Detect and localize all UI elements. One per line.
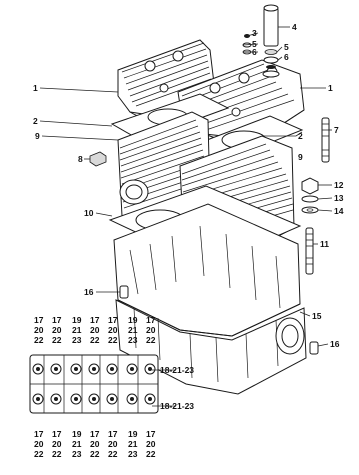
torque-top-col4-row3: 22 [90, 335, 100, 345]
torque-bottom-col6-row1: 19 [128, 429, 138, 439]
torque-bottom-col2-row2: 20 [52, 439, 62, 449]
torque-top-col3-row1: 19 [72, 315, 82, 325]
nut-12 [301, 177, 319, 195]
dowel-16-right [309, 341, 319, 355]
callout-1-right: 1 [328, 83, 333, 93]
torque-bottom-col4-row2: 20 [90, 439, 100, 449]
torque-bottom-col1-row2: 20 [34, 439, 44, 449]
callout-1-left: 1 [33, 83, 38, 93]
bolt-marker-center [130, 367, 134, 371]
bolt-marker-center [110, 367, 114, 371]
callout-2-right: 2 [298, 131, 303, 141]
torque-top-col3-row3: 23 [72, 335, 82, 345]
torque-bottom-col3-row3: 23 [72, 449, 82, 459]
bolt-markers [32, 363, 156, 405]
callout-3: 3 [252, 28, 257, 38]
callout-7: 7 [334, 125, 339, 135]
torque-top-col5-row3: 22 [108, 335, 118, 345]
torque-bottom-col7-row2: 20 [146, 439, 156, 449]
bolt-marker-center [148, 397, 152, 401]
callout-6-left: 6 [252, 47, 257, 57]
stud-7 [321, 117, 330, 163]
torque-top-col4-row1: 17 [90, 315, 100, 325]
torque-bottom-col3-row2: 21 [72, 439, 82, 449]
callout-11: 11 [320, 239, 329, 249]
torque-grid-top-labels: 1720221720221921231720221720221921231720… [34, 315, 156, 345]
callout-14: 14 [334, 206, 344, 216]
callout-9-left: 9 [35, 131, 40, 141]
crankcase-upper [113, 203, 301, 337]
bolt-marker-center [130, 397, 134, 401]
bolt-marker-center [92, 367, 96, 371]
torque-bottom-col4-row1: 17 [90, 429, 100, 439]
torque-top-col1-row2: 20 [34, 325, 44, 335]
torque-top-col1-row3: 22 [34, 335, 44, 345]
washer-13 [301, 195, 319, 203]
bolt-marker-center [54, 397, 58, 401]
callout-12: 12 [334, 180, 344, 190]
callout-8: 8 [78, 154, 83, 164]
torque-bottom-col7-row1: 17 [146, 429, 156, 439]
callout-labels: 1 1 2 2 3 4 5 5 6 6 7 8 9 9 10 11 12 13 … [33, 22, 344, 349]
torque-bottom-col5-row1: 17 [108, 429, 118, 439]
torque-bottom-col2-row3: 22 [52, 449, 62, 459]
torque-bottom-col6-row3: 23 [128, 449, 138, 459]
torque-bottom-col1-row3: 22 [34, 449, 44, 459]
callout-16-left: 16 [84, 287, 94, 297]
torque-top-col5-row1: 17 [108, 315, 118, 325]
bolt-marker-center [36, 367, 40, 371]
torque-bottom-col5-row2: 20 [108, 439, 118, 449]
torque-right-lower-label: 18-21-23 [160, 401, 194, 411]
bolt-marker-center [54, 367, 58, 371]
torque-top-col7-row2: 20 [146, 325, 156, 335]
torque-bottom-col2-row1: 17 [52, 429, 62, 439]
washer-14 [301, 206, 319, 214]
callout-2-left: 2 [33, 116, 38, 126]
callout-16-right: 16 [330, 339, 340, 349]
callout-4: 4 [292, 22, 297, 32]
spark-plug-insert [263, 4, 279, 47]
callout-5-left: 5 [252, 39, 257, 49]
torque-top-col6-row3: 23 [128, 335, 138, 345]
bolt-marker-center [36, 397, 40, 401]
torque-top-col4-row2: 20 [90, 325, 100, 335]
bolt-marker-center [148, 367, 152, 371]
callout-13: 13 [334, 193, 344, 203]
torque-top-col6-row2: 21 [128, 325, 138, 335]
torque-top-col7-row1: 17 [146, 315, 156, 325]
torque-top-col1-row1: 17 [34, 315, 44, 325]
torque-top-col2-row3: 22 [52, 335, 62, 345]
torque-right-upper-label: 18-21-23 [160, 365, 194, 375]
callout-9-right: 9 [298, 152, 303, 162]
callout-6-right: 6 [284, 52, 289, 62]
torque-sequence-plate [29, 354, 159, 414]
bolt-marker-center [74, 397, 78, 401]
torque-grid-bottom-labels: 1720221720221921231720221720221921231720… [34, 429, 156, 459]
torque-bottom-col3-row1: 19 [72, 429, 82, 439]
torque-top-col3-row2: 21 [72, 325, 82, 335]
torque-top-col2-row2: 20 [52, 325, 62, 335]
torque-top-col6-row1: 19 [128, 315, 138, 325]
torque-bottom-col6-row2: 21 [128, 439, 138, 449]
torque-top-col2-row1: 17 [52, 315, 62, 325]
leader-lines [39, 26, 333, 407]
torque-top-col7-row3: 22 [146, 335, 156, 345]
torque-top-col5-row2: 20 [108, 325, 118, 335]
plug-8 [89, 151, 107, 167]
torque-bottom-col5-row3: 22 [108, 449, 118, 459]
torque-bottom-col1-row1: 17 [34, 429, 44, 439]
bolt-marker-center [110, 397, 114, 401]
small-fastener-3 [242, 34, 252, 55]
torque-bottom-col7-row3: 22 [146, 449, 156, 459]
stud-11 [305, 227, 314, 275]
bolt-marker-center [74, 367, 78, 371]
torque-bottom-col4-row3: 22 [90, 449, 100, 459]
callout-15: 15 [312, 311, 322, 321]
dowel-16-left [119, 285, 129, 299]
bolt-marker-center [92, 397, 96, 401]
callout-5-right: 5 [284, 42, 289, 52]
callout-10: 10 [84, 208, 94, 218]
